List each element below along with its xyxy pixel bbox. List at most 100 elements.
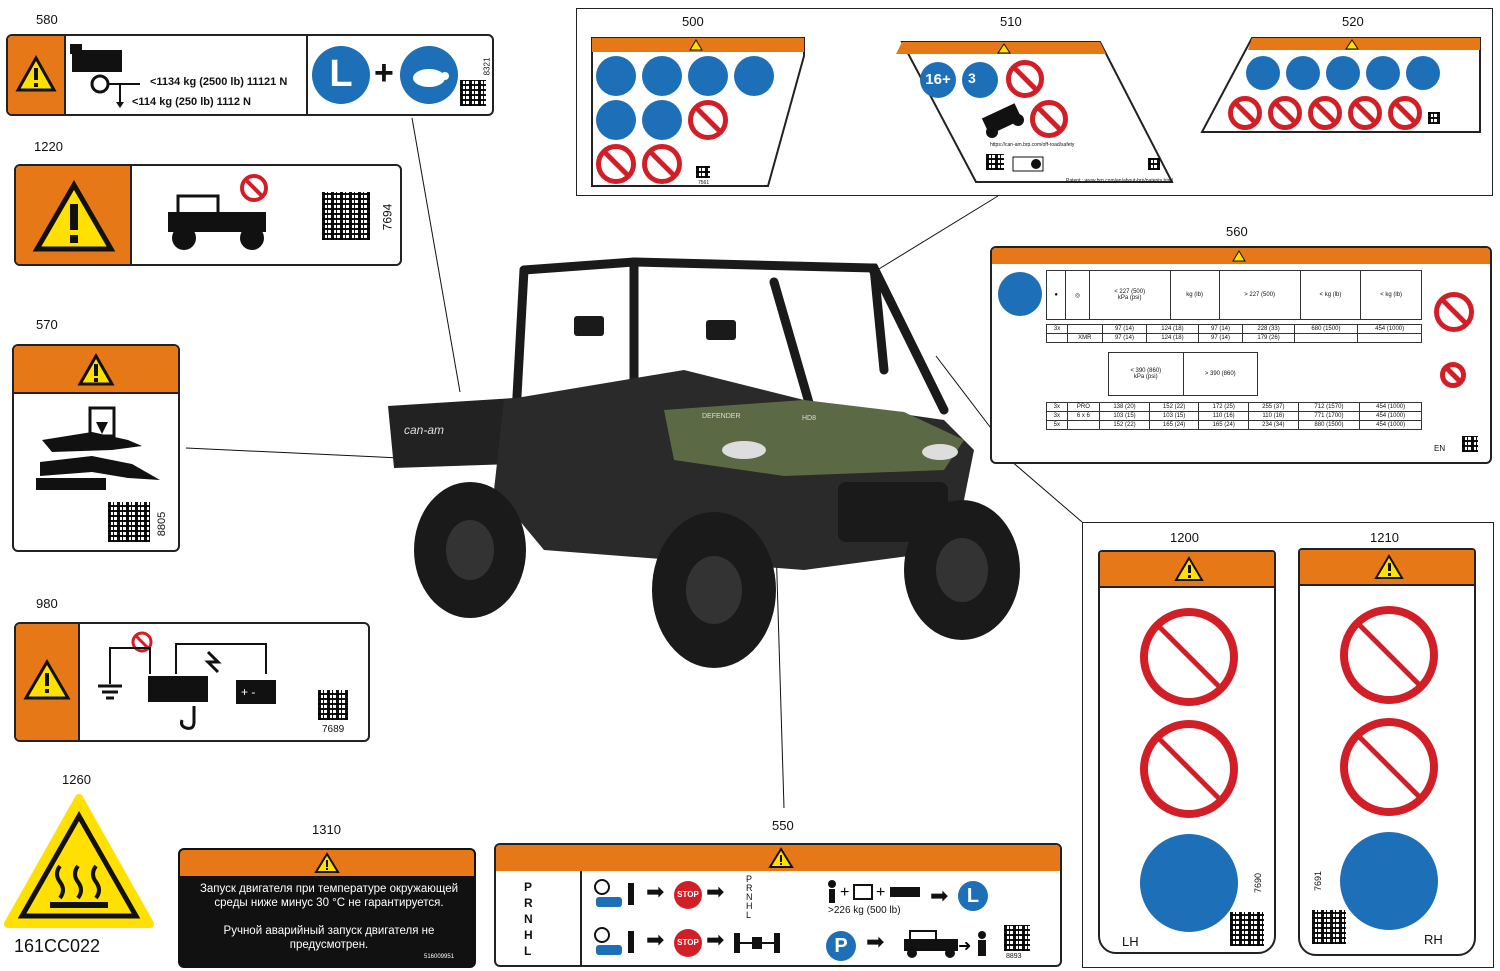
- low-range-letter: L: [966, 885, 980, 907]
- winch-wiring-icon: + -: [98, 631, 276, 730]
- no-tow-overload-icon: [1440, 362, 1466, 388]
- cell: [1066, 420, 1101, 430]
- cell: PRO: [1066, 402, 1101, 412]
- occupant-col: ●: [1045, 270, 1067, 320]
- label-570-number: 570: [36, 317, 58, 332]
- cell: 680 (1500): [1293, 324, 1359, 334]
- cell: 454 (1000): [1359, 411, 1422, 421]
- vehicle-model-text: DEFENDER: [702, 413, 741, 420]
- cell: 771 (1700): [1297, 411, 1361, 421]
- label-550-code: 8893: [1006, 953, 1022, 960]
- no-drugs-alcohol-icon: [1006, 60, 1044, 98]
- side-rh: RH: [1424, 932, 1443, 947]
- warning-triangle-icon: [1174, 556, 1204, 581]
- hdr-light-b: < 390 (860): [1130, 368, 1162, 374]
- label-500-code: 7561: [698, 180, 710, 186]
- exit-vehicle-icon: ➜: [904, 930, 986, 958]
- svg-text:➜: ➜: [958, 938, 971, 955]
- label-580-qr-icon: [460, 80, 486, 106]
- tow-limit-text: <1134 kg (2500 lb) 11121 N: [150, 76, 288, 88]
- hearing-protection-icon: [596, 100, 636, 140]
- label-520-number: 520: [1342, 14, 1364, 29]
- hearing-protection-icon: [1286, 56, 1320, 90]
- cell: 5x: [1046, 420, 1068, 430]
- svg-text:+: +: [876, 884, 885, 901]
- no-passenger-icon: [1228, 96, 1262, 130]
- label-1220-code: 7694: [380, 203, 395, 231]
- gear-r: R: [524, 896, 533, 910]
- hitch-icon: [70, 44, 140, 108]
- cell: 124 (18): [1146, 324, 1199, 334]
- age-text: 16+: [925, 71, 951, 88]
- seatbelt-icon: [1326, 56, 1360, 90]
- stop-sign-icon: STOP: [674, 929, 702, 957]
- label-1260-number: 1260: [62, 772, 91, 787]
- cell: 3x: [1046, 402, 1068, 412]
- cell: [1045, 333, 1069, 343]
- no-passenger-under-16-icon: [1030, 100, 1068, 138]
- label-510-qr2-icon: [1148, 158, 1160, 170]
- label-1210-number: 1210: [1370, 530, 1399, 545]
- no-public-road-icon: [642, 144, 682, 184]
- warning-triangle-icon: [32, 180, 116, 252]
- axle-lock-icon: [734, 933, 780, 953]
- gear-n: N: [524, 912, 533, 926]
- label-510-number: 510: [1000, 14, 1022, 29]
- cell: 880 (1500): [1297, 420, 1361, 430]
- video-icon: [1012, 156, 1044, 172]
- label-1310-number: 1310: [312, 822, 341, 837]
- tire-pressure-header-b: < 390 (860)kPa (psi) > 390 (860): [1108, 352, 1258, 396]
- rollover-icon: [981, 103, 1024, 138]
- park-icon: P: [826, 931, 856, 961]
- gear-selector: P R N H L: [524, 879, 542, 959]
- patent-text: Patent : www.brp.com/en/about-brp/patent…: [1066, 178, 1173, 184]
- low-range-letter: L: [329, 53, 353, 95]
- max-occupants-icon: 3: [962, 62, 998, 98]
- cell: 165 (24): [1148, 420, 1200, 430]
- no-grab-rollbar-icon: [1140, 720, 1238, 818]
- stop-sign-icon: STOP: [674, 881, 702, 909]
- svg-text:+: +: [840, 884, 849, 901]
- warning-triangle-icon: [77, 352, 115, 386]
- use-net-icon: [1140, 834, 1238, 932]
- low-range-icon: L: [958, 881, 988, 911]
- label-1200-qr-icon: [1230, 912, 1264, 946]
- figure-code: 161CC022: [14, 936, 101, 956]
- label-560-number: 560: [1226, 224, 1248, 239]
- cage-labels-frame: [576, 8, 1493, 196]
- tire-pressure-header: ●◎ < 227 (500)kPa (psi) kg (lb) > 227 (5…: [1045, 270, 1422, 320]
- seatbelt-icon: [688, 56, 728, 96]
- hdr-heavy-b: > 390 (860): [1204, 371, 1236, 377]
- net-icon: [734, 56, 774, 96]
- label-560-lang: EN: [1434, 444, 1446, 453]
- hands-inside-icon: [642, 100, 682, 140]
- cell: 152 (22): [1148, 402, 1200, 412]
- cell: 3x: [1046, 411, 1068, 421]
- no-overload-icon: [1434, 292, 1474, 332]
- no-passenger-in-bed-icon: [168, 174, 268, 250]
- brake-pedal-icon: [594, 879, 634, 907]
- cell: 97 (14): [1101, 333, 1148, 343]
- cell: 138 (20): [1099, 402, 1150, 412]
- vehicle-brand-text: can-am: [404, 423, 444, 437]
- cell: [1357, 333, 1422, 343]
- cold-start-warning-text: Запуск двигателя при температуре окружаю…: [199, 883, 459, 909]
- manual-start-warning-text: Ручной аварийный запуск двигателя не пре…: [223, 925, 435, 951]
- cell: 110 (16): [1198, 411, 1249, 421]
- cell: 172 (25): [1198, 402, 1249, 412]
- no-alcohol-icon: [688, 100, 728, 140]
- helmet-icon: [1246, 56, 1280, 90]
- warning-triangle-icon: [15, 54, 57, 92]
- vehicle-illustration: can-am DEFENDER HD8: [388, 257, 1020, 668]
- no-alcohol-icon: [1268, 96, 1302, 130]
- cell: 124 (18): [1146, 333, 1199, 343]
- label-1220: 7694: [14, 164, 402, 266]
- gear-h: H: [524, 928, 533, 942]
- cell: XMR: [1067, 333, 1103, 343]
- steering-col: ◎: [1065, 270, 1090, 320]
- no-public-road-icon: [1308, 96, 1342, 130]
- hdr-kpa-b: kPa (psi): [1133, 374, 1158, 380]
- label-550-qr-icon: [1004, 925, 1030, 951]
- brake-pedal-icon: [594, 927, 634, 955]
